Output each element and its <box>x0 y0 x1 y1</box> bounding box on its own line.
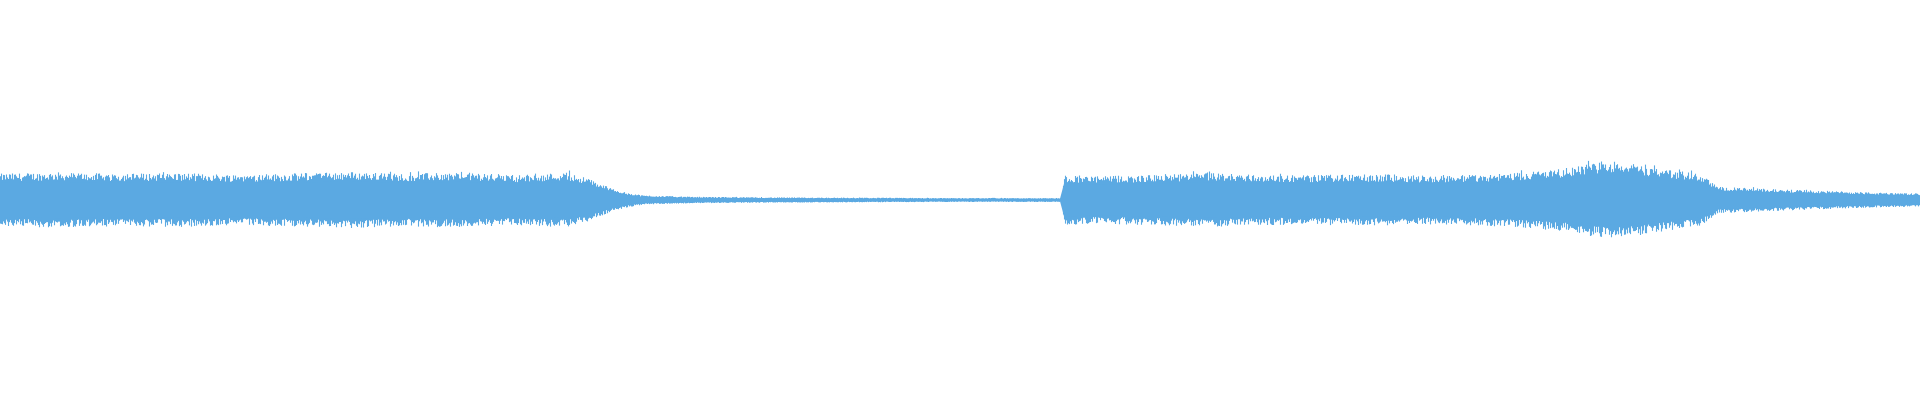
waveform-core-band <box>0 175 1920 225</box>
waveform-bars <box>0 160 1920 238</box>
